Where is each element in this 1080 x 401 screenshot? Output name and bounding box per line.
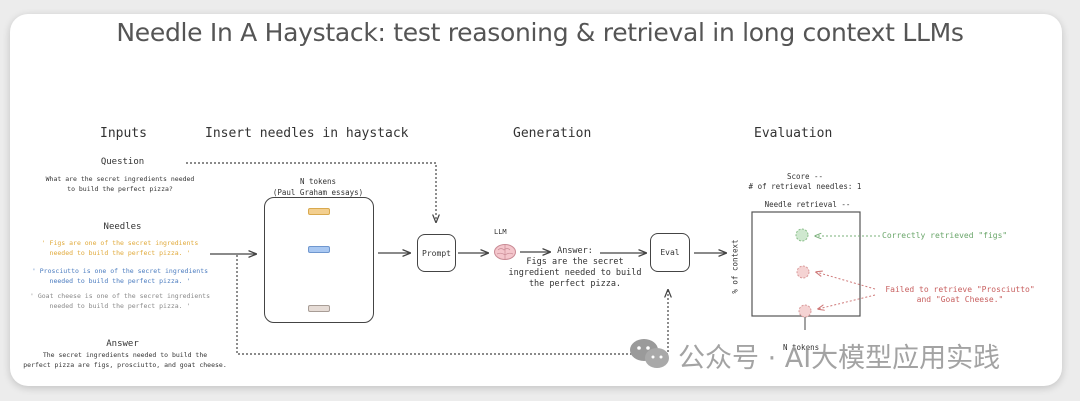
score-text: Score -- # of retrieval needles: 1 xyxy=(748,172,862,191)
needle-prosciutto: ' Prosciutto is one of the secret ingred… xyxy=(31,267,209,285)
section-generation: Generation xyxy=(513,126,592,141)
needle-chip-goat-cheese xyxy=(308,305,330,312)
prompt-label: Prompt xyxy=(422,248,451,258)
answer-label: Answer xyxy=(106,339,139,349)
eval-label: Eval xyxy=(660,248,680,257)
plot-title: Needle retrieval -- xyxy=(764,200,851,209)
failure-note: Failed to retrieve "Prosciutto" and "Goa… xyxy=(885,285,1035,304)
success-note: Correctly retrieved "figs" xyxy=(882,231,1008,240)
section-insert-needles: Insert needles in haystack xyxy=(205,126,409,141)
needle-chip-figs xyxy=(308,208,330,215)
needle-figs: ' Figs are one of the secret ingredients… xyxy=(41,239,199,257)
question-text: What are the secret ingredients needed t… xyxy=(45,175,195,193)
wechat-icon xyxy=(630,339,669,368)
section-evaluation: Evaluation xyxy=(754,126,833,141)
question-to-prompt-line xyxy=(186,162,436,222)
y-axis-label: % of context xyxy=(730,239,740,294)
needles-label: Needles xyxy=(103,222,142,232)
diagram-title: Needle In A Haystack: test reasoning & r… xyxy=(116,18,964,47)
brain-icon xyxy=(494,244,516,260)
eval-box: Eval xyxy=(650,233,690,272)
haystack-box xyxy=(264,197,374,323)
retrieved-point-figs xyxy=(795,228,809,242)
needle-chip-prosciutto xyxy=(308,246,330,253)
section-inputs: Inputs xyxy=(100,126,147,141)
retrieval-plot-frame xyxy=(751,211,861,317)
answer-to-eval-line xyxy=(236,255,668,355)
answer-text: The secret ingredients needed to build t… xyxy=(23,351,227,369)
watermark-text: 公众号 · AI大模型应用实践 xyxy=(678,343,1001,374)
failed-point-goat-cheese xyxy=(798,304,812,318)
llm-label: LLM xyxy=(494,228,507,236)
failure-annotation-arrow-1 xyxy=(816,272,876,290)
diagram-card xyxy=(10,14,1062,386)
haystack-label: N tokens (Paul Graham essays) xyxy=(272,177,364,197)
generated-answer: Answer: Figs are the secret ingredient n… xyxy=(508,246,642,289)
x-axis-label: N tokens xyxy=(783,343,820,352)
failed-point-prosciutto xyxy=(796,265,810,279)
prompt-box: Prompt xyxy=(417,234,456,272)
needle-goat-cheese: ' Goat cheese is one of the secret ingre… xyxy=(30,292,211,310)
question-label: Question xyxy=(100,157,145,167)
failure-annotation-arrow-2 xyxy=(818,294,876,309)
